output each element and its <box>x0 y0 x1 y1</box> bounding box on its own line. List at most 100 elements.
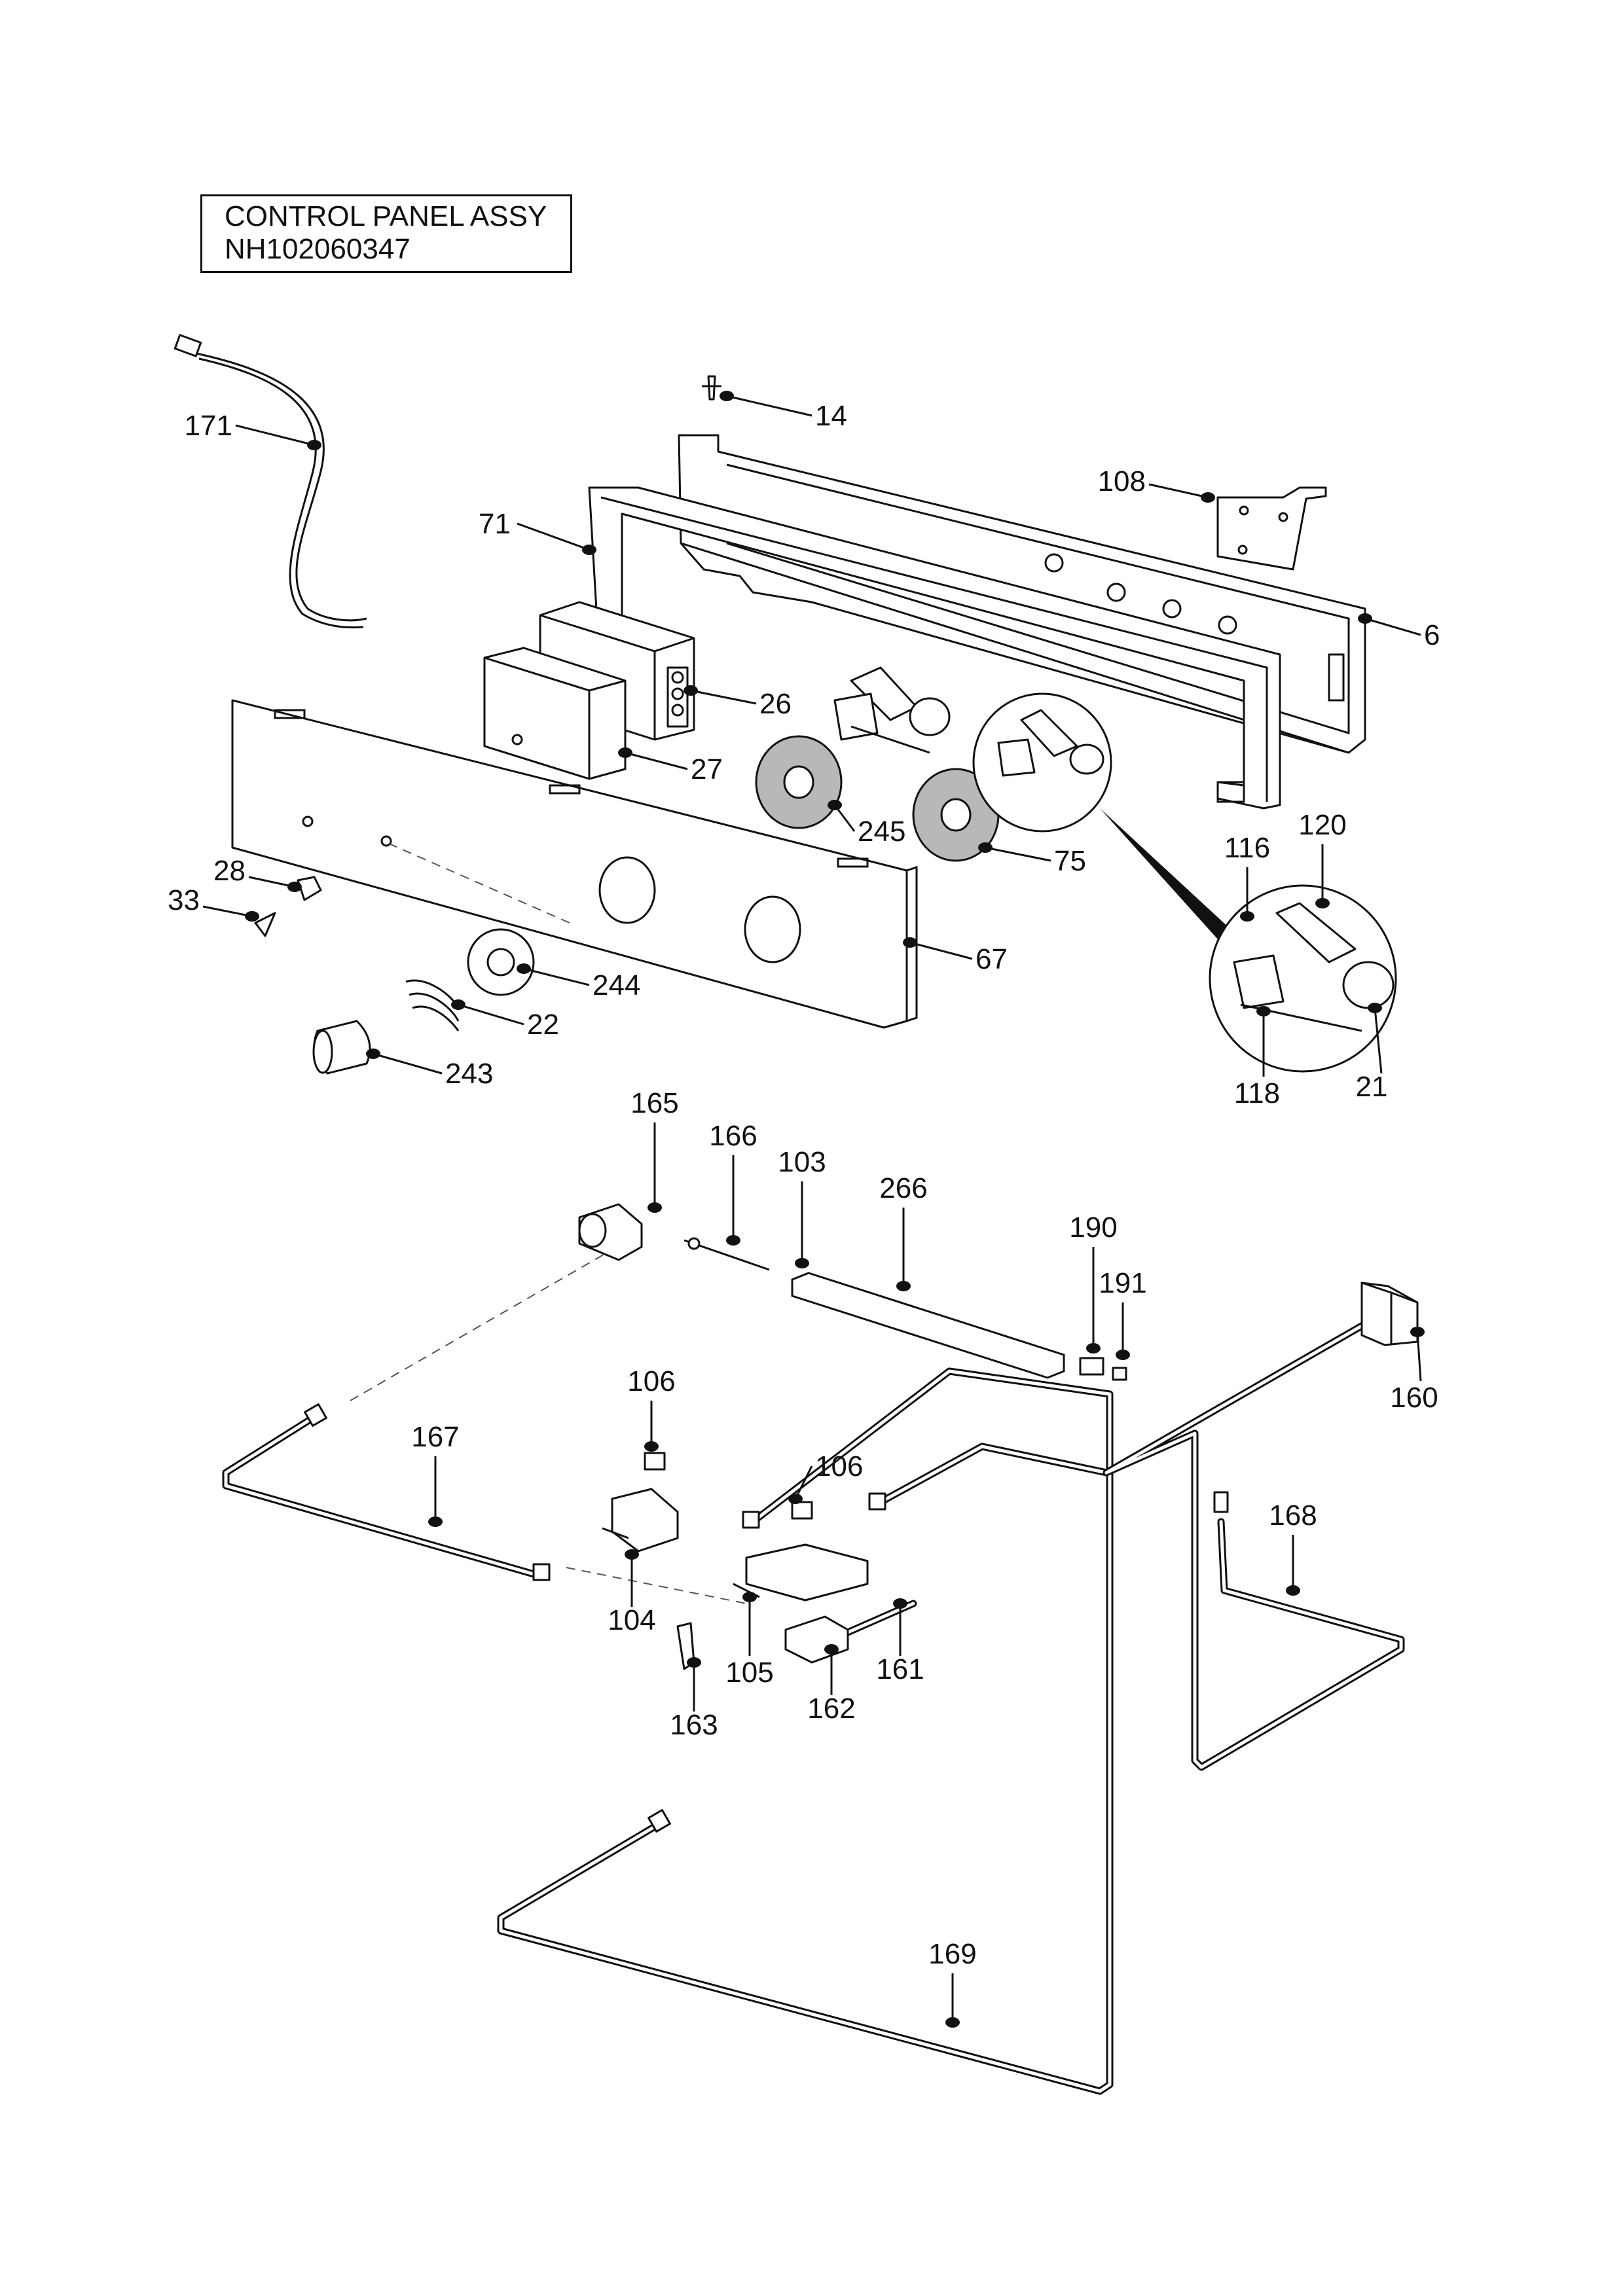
callout-67: 67 <box>903 937 1008 975</box>
part-number-label: 266 <box>879 1172 927 1204</box>
part-number-label: 71 <box>479 508 511 540</box>
leader-dot <box>1256 1006 1271 1016</box>
part-number-label: 75 <box>1054 845 1086 877</box>
leader-dot <box>582 545 596 555</box>
part-number-label: 160 <box>1390 1382 1438 1414</box>
callout-244: 244 <box>517 963 640 1001</box>
part-number-label: 190 <box>1069 1211 1117 1244</box>
leader-dot <box>684 685 698 696</box>
leader-dot <box>517 963 531 974</box>
leader-dot <box>451 999 465 1010</box>
leader-dot <box>1286 1585 1300 1596</box>
leader-dot <box>828 800 842 810</box>
callout-104: 104 <box>608 1549 656 1636</box>
part-number-label: 163 <box>670 1709 718 1741</box>
part-number-label: 120 <box>1298 809 1346 841</box>
leader-dot <box>687 1657 701 1668</box>
leader-dot <box>742 1592 757 1602</box>
callout-118: 118 <box>1234 1006 1280 1109</box>
callout-14: 14 <box>720 391 847 432</box>
part-number-label: 14 <box>815 400 847 432</box>
part-number-label: 171 <box>185 410 232 442</box>
callout-166: 166 <box>709 1120 757 1246</box>
leader-dot <box>978 842 993 853</box>
bracket-drawing <box>1216 486 1327 571</box>
leader-line <box>1374 1007 1383 1074</box>
timer-drawing <box>483 601 695 780</box>
wire-harness-drawing <box>173 334 367 629</box>
leader-dot <box>726 1235 740 1246</box>
callout-103: 103 <box>778 1146 826 1268</box>
switch-drawing <box>833 666 951 754</box>
part-number-label: 103 <box>778 1146 826 1178</box>
leader-dot <box>1086 1343 1101 1354</box>
callout-26: 26 <box>684 685 792 720</box>
callout-27: 27 <box>618 747 723 785</box>
callout-21: 21 <box>1356 1003 1387 1103</box>
leader-line <box>625 751 688 770</box>
leader-dot <box>903 937 917 948</box>
part-number-label: 116 <box>1224 832 1270 864</box>
leader-line <box>794 1465 813 1499</box>
leader-line <box>458 1003 524 1026</box>
leader-dot <box>1201 492 1215 503</box>
callout-6: 6 <box>1358 613 1440 651</box>
detail-view-drawing <box>972 692 1397 1073</box>
callout-245: 245 <box>828 800 905 848</box>
leader-line <box>1364 617 1421 636</box>
callout-105: 105 <box>725 1592 774 1689</box>
leader-dot <box>625 1549 639 1560</box>
part-number-label: 168 <box>1269 1499 1317 1532</box>
leader-dot <box>1315 898 1330 908</box>
leader-dot <box>893 1598 907 1609</box>
part-number-label: 244 <box>593 969 640 1001</box>
callout-120: 120 <box>1298 809 1347 908</box>
leader-line <box>373 1052 443 1075</box>
callout-191: 191 <box>1099 1267 1147 1360</box>
part-number-label: 167 <box>411 1421 459 1453</box>
leader-dot <box>1240 911 1254 922</box>
part-number-label: 118 <box>1234 1077 1280 1109</box>
callout-33: 33 <box>168 884 259 922</box>
leader-line <box>690 689 757 705</box>
callout-162: 162 <box>807 1644 856 1725</box>
leader-dot <box>1368 1003 1382 1013</box>
callout-160: 160 <box>1390 1327 1438 1414</box>
part-number-label: 105 <box>725 1657 773 1689</box>
callout-28: 28 <box>213 855 302 892</box>
leader-line <box>985 846 1051 862</box>
leader-line <box>523 967 590 986</box>
callout-243: 243 <box>366 1049 493 1090</box>
leader-line <box>202 905 253 918</box>
leader-dot <box>896 1281 911 1291</box>
part-number-label: 243 <box>445 1058 493 1090</box>
title-box: CONTROL PANEL ASSY NH102060347 <box>200 194 572 273</box>
fascia-drawing <box>231 699 918 1029</box>
callout-labels: 6142122262728336771751031041051061061081… <box>168 391 1440 2028</box>
clip-drawing <box>702 375 721 401</box>
part-number-label: 28 <box>213 855 246 887</box>
callout-106: 106 <box>788 1450 863 1504</box>
part-number-label: 166 <box>709 1120 757 1152</box>
leader-dot <box>366 1049 380 1059</box>
leader-dot <box>788 1494 803 1504</box>
part-number-label: 191 <box>1099 1267 1146 1299</box>
disc-drawing <box>755 735 1000 862</box>
part-number-label: 106 <box>815 1450 863 1482</box>
callout-169: 169 <box>928 1938 977 2028</box>
leader-dot <box>287 882 302 892</box>
leader-line <box>726 395 812 417</box>
title-line-1: CONTROL PANEL ASSY <box>225 200 547 232</box>
leader-line <box>235 424 315 446</box>
leader-dot <box>795 1258 809 1268</box>
leader-dot <box>307 440 321 450</box>
title-line-2: NH102060347 <box>225 233 410 265</box>
callout-163: 163 <box>670 1657 718 1741</box>
leader-dot <box>1358 613 1372 624</box>
gas-pipes-drawing <box>222 1240 1419 2095</box>
valve-drawing <box>578 1203 1127 1670</box>
callout-171: 171 <box>185 410 321 450</box>
callout-190: 190 <box>1069 1211 1118 1354</box>
leader-dot <box>945 2017 960 2028</box>
